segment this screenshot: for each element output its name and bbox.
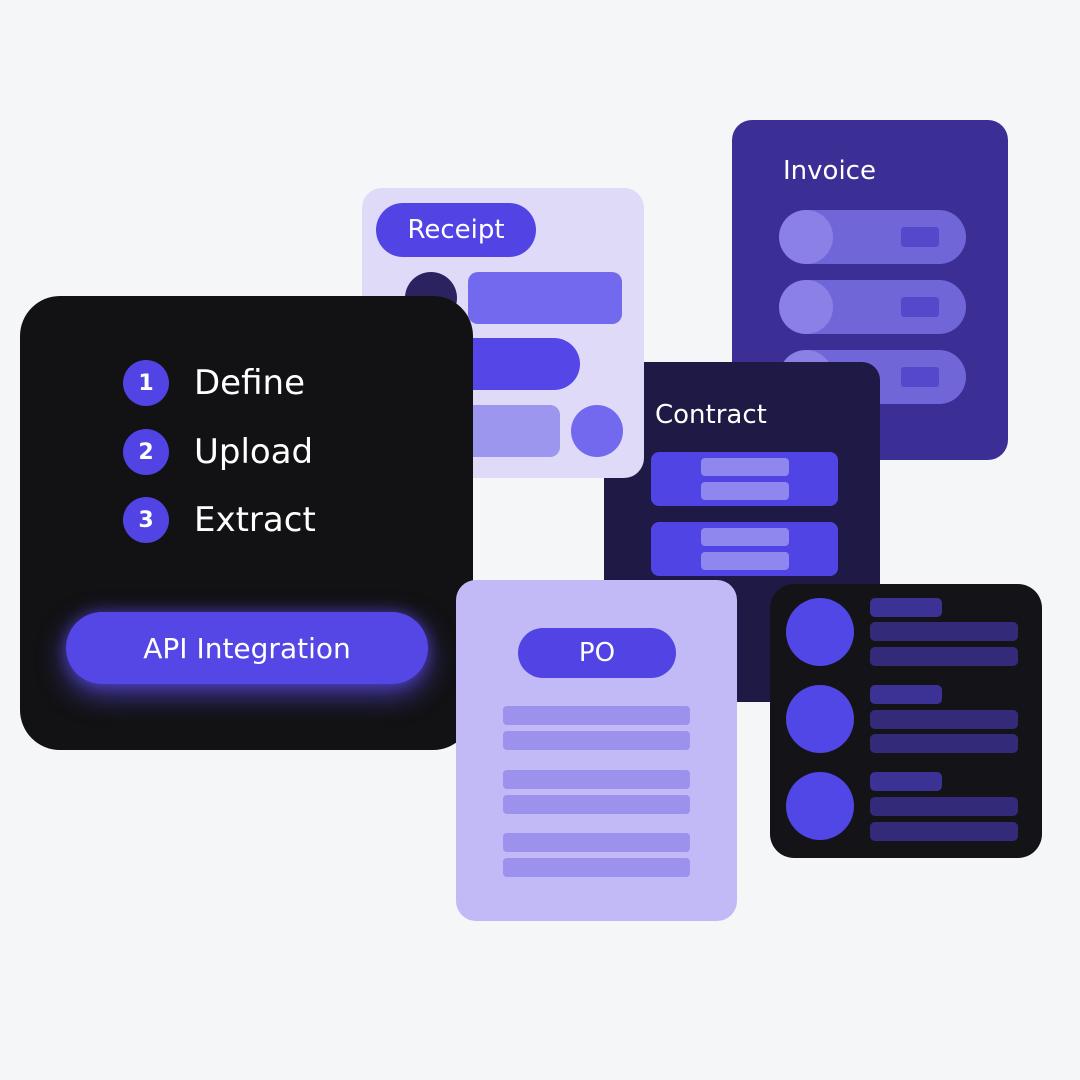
contract-row-line: [701, 528, 789, 546]
step-number-badge: 3: [123, 497, 169, 543]
invoice-row-tag: [901, 297, 939, 317]
po-card: PO: [456, 580, 737, 921]
profile-line: [870, 710, 1018, 729]
receipt-title-pill: Receipt: [376, 203, 536, 257]
step-label: Upload: [194, 432, 314, 472]
step-label: Define: [194, 363, 305, 403]
po-line: [503, 795, 690, 814]
profile-line: [870, 598, 942, 617]
contract-row: [651, 522, 838, 576]
invoice-row-knob: [779, 280, 833, 334]
steps-card: 1 Define 2 Upload 3 Extract API Integrat…: [20, 296, 473, 750]
po-line: [503, 770, 690, 789]
po-line: [503, 858, 690, 877]
profile-line: [870, 797, 1018, 816]
invoice-title: Invoice: [783, 156, 876, 186]
profile-line: [870, 772, 942, 791]
contract-row-line: [701, 552, 789, 570]
profile-avatar: [786, 598, 854, 666]
profile-line: [870, 734, 1018, 753]
invoice-row: [779, 280, 966, 334]
profile-line: [870, 685, 942, 704]
receipt-field-bar: [468, 272, 622, 324]
receipt-field-dot: [571, 405, 623, 457]
profile-line: [870, 647, 1018, 666]
po-line: [503, 833, 690, 852]
invoice-row-tag: [901, 227, 939, 247]
po-line: [503, 706, 690, 725]
contract-title: Contract: [655, 400, 767, 430]
profile-avatar: [786, 685, 854, 753]
contract-row-line: [701, 482, 789, 500]
invoice-row-tag: [901, 367, 939, 387]
step-number-badge: 1: [123, 360, 169, 406]
contract-card: Contract: [604, 362, 880, 702]
contract-row: [651, 452, 838, 506]
profile-line: [870, 822, 1018, 841]
step-label: Extract: [194, 500, 316, 540]
po-line: [503, 731, 690, 750]
contract-row-line: [701, 458, 789, 476]
invoice-row: [779, 210, 966, 264]
profile-avatar: [786, 772, 854, 840]
po-title-pill: PO: [518, 628, 676, 678]
api-integration-button[interactable]: API Integration: [66, 612, 428, 684]
invoice-row-knob: [779, 210, 833, 264]
profiles-card: [770, 584, 1042, 858]
profile-line: [870, 622, 1018, 641]
step-number-badge: 2: [123, 429, 169, 475]
